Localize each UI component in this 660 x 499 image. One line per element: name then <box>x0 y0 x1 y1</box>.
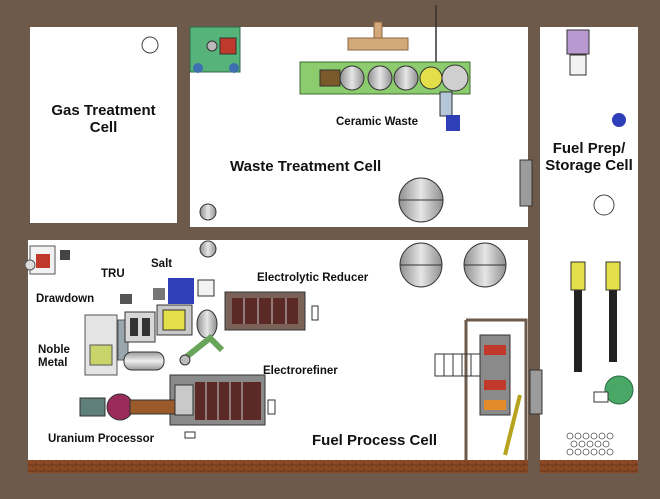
fuel-prep-storage-array <box>566 432 614 456</box>
tru-salt-cluster <box>153 278 218 339</box>
transfer-machine <box>479 334 522 456</box>
waste-tank-lower-left <box>399 242 443 288</box>
floor-trim-left <box>28 460 528 473</box>
floor-trim-right <box>540 460 638 473</box>
noble-metal-label: Noble Metal <box>38 344 70 370</box>
salt-label: Salt <box>151 258 173 270</box>
ceramic-waste-label: Ceramic Waste <box>336 116 419 128</box>
ceramic-waste-train <box>299 61 471 131</box>
fuel-prep-storage-cell-label: Fuel Prep/ Storage Cell <box>545 140 633 175</box>
waste-tank-lower-right <box>463 242 507 288</box>
waste-tank-upper <box>398 177 444 223</box>
drawdown-module <box>120 294 156 343</box>
electrorefiner-unit <box>169 374 276 426</box>
fuel-process-partition <box>464 318 528 460</box>
electrorefiner-label: Electrorefiner <box>263 365 338 377</box>
electrolytic-reducer-unit <box>224 291 319 331</box>
uranium-processor-unit <box>79 393 196 439</box>
shielded-window-unit <box>24 245 70 275</box>
electrolytic-reducer-label: Electrolytic Reducer <box>257 272 369 284</box>
gas-treatment-room <box>30 27 177 223</box>
tru-label: TRU <box>101 268 125 280</box>
fuel-prep-equipment <box>566 29 634 405</box>
fuel-prep-blue-marker <box>612 113 626 127</box>
uranium-processor-label: Uranium Processor <box>48 433 155 445</box>
fuel-prep-port <box>593 194 615 216</box>
wall-valves <box>199 159 543 415</box>
gas-cell-port <box>141 36 159 54</box>
gas-treatment-cell-label: Gas Treatment Cell <box>51 102 156 137</box>
drawdown-label: Drawdown <box>36 293 95 305</box>
noble-metal-module <box>84 314 129 376</box>
waste-cell-green-module <box>189 26 241 73</box>
fuel-process-cell-label: Fuel Process Cell <box>312 432 438 449</box>
waste-treatment-cell-label: Waste Treatment Cell <box>230 158 382 175</box>
hoist-bracket <box>347 21 409 51</box>
salt-drum <box>123 351 165 371</box>
waste-treatment-room <box>190 27 528 227</box>
transfer-arm <box>179 333 225 366</box>
